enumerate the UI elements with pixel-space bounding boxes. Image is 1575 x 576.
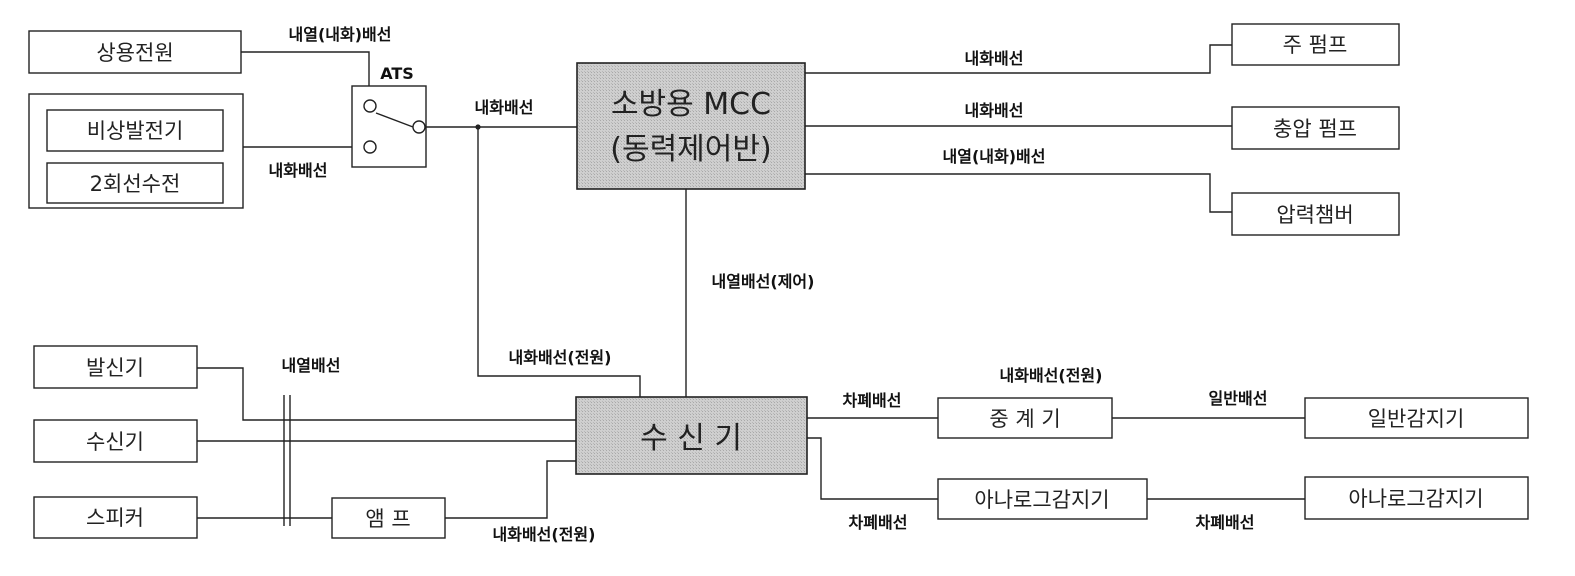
box-main-pump: 주 펌프 — [1231, 23, 1400, 66]
ats-switch-symbol — [363, 99, 426, 154]
wire-mcc-to-chamber — [805, 173, 1232, 213]
label-generator-to-ats: 내화배선 — [269, 161, 328, 180]
box-repeater: 중 계 기 — [937, 397, 1113, 439]
label-power-to-receiver: 내화배선(전원) — [509, 348, 612, 367]
label-left-devices-bus: 내열배선 — [282, 356, 341, 375]
box-main-receiver: 수 신 기 — [575, 396, 808, 475]
label-ats-to-mcc: 내화배선 — [475, 98, 534, 117]
box-label: 발신기 — [86, 356, 144, 380]
box-general-detector: 일반감지기 — [1304, 397, 1529, 439]
wire-transmitter-to-receiver — [197, 367, 576, 421]
box-label: 수신기 — [86, 430, 144, 454]
wire-power-to-receiver — [477, 127, 641, 397]
box-jockey-pump: 충압 펌프 — [1231, 106, 1400, 150]
box-analog-detector-2: 아나로그감지기 — [1304, 476, 1529, 520]
box-emergency-generator: 비상발전기 — [46, 109, 224, 152]
label-mcc-to-main-pump: 내화배선 — [965, 49, 1024, 68]
box-label: 일반감지기 — [1368, 407, 1465, 431]
box-analog-detector-1: 아나로그감지기 — [937, 478, 1148, 520]
box-label: 상용전원 — [96, 41, 173, 65]
box-label: 아나로그감지기 — [1348, 487, 1483, 511]
box-amplifier: 앰 프 — [331, 497, 446, 539]
main-receiver-label: 수 신 기 — [640, 421, 742, 456]
wire-receiver-to-analog — [807, 437, 938, 500]
label-receiver-to-analog: 차폐배선 — [849, 513, 908, 532]
box-receiver-small: 수신기 — [33, 419, 198, 463]
box-label: 비상발전기 — [87, 119, 184, 143]
box-label: 2회선수전 — [90, 172, 181, 196]
box-label: 앰 프 — [365, 507, 410, 531]
ats-label: ATS — [380, 64, 414, 83]
wire-mcc-to-main-pump — [805, 44, 1232, 74]
box-label: 충압 펌프 — [1273, 117, 1357, 141]
box-label: 압력챔버 — [1276, 203, 1353, 227]
wire-commercial-to-ats — [241, 51, 370, 102]
ats-contact-common — [412, 120, 426, 134]
box-label: 중 계 기 — [989, 407, 1060, 431]
box-fire-mcc: 소방용 MCC (동력제어반) — [576, 62, 806, 190]
box-label: 스피커 — [86, 506, 144, 530]
label-receiver-to-repeater: 차폐배선 — [843, 391, 902, 410]
connection-lines — [197, 44, 1305, 526]
label-amp-to-receiver: 내화배선(전원) — [493, 525, 596, 544]
mcc-label-line1: 소방용 MCC — [611, 87, 771, 122]
label-mcc-to-jockey-pump: 내화배선 — [965, 101, 1024, 120]
box-transmitter: 발신기 — [33, 345, 198, 389]
label-commercial-to-ats: 내열(내화)배선 — [289, 25, 392, 44]
label-repeater-to-general: 일반배선 — [1209, 389, 1268, 408]
box-two-circuit-receiving: 2회선수전 — [46, 162, 224, 204]
box-speaker: 스피커 — [33, 496, 198, 539]
label-analog-to-analog: 차폐배선 — [1196, 513, 1255, 532]
ats-contact-lower — [363, 140, 377, 154]
box-label: 주 펌프 — [1283, 33, 1348, 57]
label-mcc-to-receiver-control: 내열배선(제어) — [712, 272, 815, 291]
box-label: 아나로그감지기 — [974, 488, 1109, 512]
mcc-label-line2: (동력제어반) — [610, 132, 771, 167]
junction-dot — [475, 124, 481, 130]
ats-switch-blade — [375, 112, 414, 128]
wire-labels: 내열(내화)배선 내화배선 내화배선 내화배선 내화배선 내열(내화)배선 내열… — [269, 25, 1268, 544]
box-pressure-chamber: 압력챔버 — [1231, 192, 1400, 236]
label-repeater-power: 내화배선(전원) — [1000, 366, 1103, 385]
box-commercial-power: 상용전원 — [28, 30, 242, 74]
wire-amp-to-receiver — [445, 460, 576, 519]
ats-contact-upper — [363, 99, 377, 113]
label-mcc-to-chamber: 내열(내화)배선 — [943, 147, 1046, 166]
